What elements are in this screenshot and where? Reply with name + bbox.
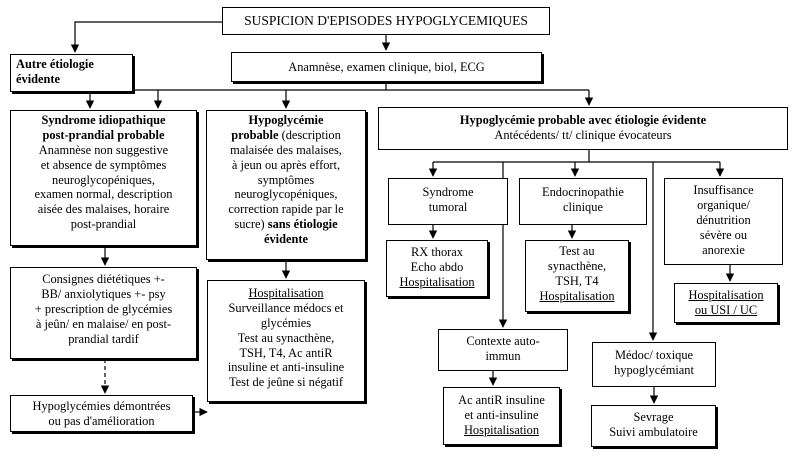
assessment-text: Anamnèse, examen clinique, biol, ECG — [288, 60, 485, 74]
sevrage-line-1: Sevrage — [633, 410, 674, 424]
idiopathic-text-4: examen normal, description — [34, 187, 173, 202]
hosp-line-5: insuline et anti-insuline — [227, 360, 345, 375]
idiopathic-title-2: post-prandial probable — [42, 127, 165, 142]
insuffisance-line-4: sévère ou — [699, 227, 748, 242]
insuffisance-action-box: Hospitalisation ou USI / UC — [674, 283, 778, 323]
insuffisance-line-5: anorexie — [702, 242, 745, 257]
probable-title-2: probable (description — [210, 128, 362, 143]
actions-line-3: + prescription de glycémies — [34, 301, 173, 316]
idiopathic-actions-box: Consignes diététiques +- BB/ anxiolytiqu… — [10, 267, 197, 359]
endocrino-box: Endocrinopathie clinique — [519, 178, 647, 225]
actions-line-1: Consignes diététiques +- — [42, 272, 165, 286]
sevrage-box: Sevrage Suivi ambulatoire — [591, 405, 716, 447]
idiopathic-text-1: Anamnèse non suggestive — [38, 142, 169, 157]
demonstrated-line-1: Hypoglycémies démontrées — [32, 399, 171, 413]
insuffisance-action-1: Hospitalisation — [688, 288, 764, 302]
tumoral-test-1: RX thorax — [411, 245, 463, 259]
endocrino-test-3: TSH, T4 — [555, 273, 599, 288]
idiopathic-text-6: post-prandial — [70, 217, 137, 232]
contexte-line-1: Contexte auto- — [466, 334, 540, 348]
contexte-box: Contexte auto- immun — [438, 329, 568, 371]
hosp-line-1: Surveillance médocs et — [228, 300, 344, 315]
sevrage-line-2: Suivi ambulatoire — [609, 424, 698, 439]
tumoral-hospitalisation: Hospitalisation — [399, 274, 475, 289]
insuffisance-line-2: organique/ — [697, 197, 750, 212]
probable-text-2: à jeun ou après effort, — [231, 157, 341, 172]
evident-title: Hypoglycémie probable avec étiologie évi… — [459, 113, 707, 127]
demonstrated-box: Hypoglycémies démontrées ou pas d'amélio… — [10, 395, 193, 432]
probable-last-plain: sucre) — [234, 217, 268, 232]
insuffisance-line-3: dénutrition — [696, 212, 751, 227]
actions-line-5: prandial tardif — [68, 331, 139, 346]
endocrino-tests-box: Test au synacthène, TSH, T4 Hospitalisat… — [525, 240, 629, 312]
demonstrated-line-2: ou pas d'amélioration — [48, 413, 155, 428]
endocrino-line-2: clinique — [563, 199, 603, 214]
tumoral-line-2: tumoral — [428, 199, 468, 214]
medoc-line-2: hypoglycémiant — [614, 362, 694, 377]
evident-box: Hypoglycémie probable avec étiologie évi… — [378, 107, 788, 150]
contexte-hospitalisation: Hospitalisation — [463, 422, 540, 437]
idiopathic-text-2: et absence de symptômes — [40, 157, 167, 172]
endocrino-hospitalisation: Hospitalisation — [539, 288, 615, 303]
actions-line-4: à jeûn/ en malaise/ en post- — [35, 316, 172, 331]
idiopathic-title-1: Syndrome idiopathique — [41, 113, 166, 127]
probable-box: Hypoglycémie probable (description malai… — [206, 110, 366, 260]
tumoral-line-1: Syndrome — [422, 185, 474, 199]
evident-subtitle: Antécédents/ tt/ clinique évocateurs — [494, 127, 672, 142]
probable-title-1: Hypoglycémie — [248, 113, 324, 127]
tumoral-box: Syndrome tumoral — [388, 178, 508, 225]
endocrino-test-2: synacthène, — [547, 258, 607, 273]
probable-title-rest: (description — [278, 127, 341, 142]
actions-line-2: BB/ anxiolytiques +- psy — [41, 286, 166, 301]
medoc-line-1: Médoc/ toxique — [614, 348, 694, 362]
probable-final: évidente — [263, 232, 309, 246]
medoc-box: Médoc/ toxique hypoglycémiant — [592, 342, 716, 387]
probable-last-bold: sans étiologie — [267, 217, 338, 232]
contexte-line-2: immun — [485, 348, 521, 363]
autre-etiologie-line-1: Autre étiologie — [16, 57, 94, 71]
idiopathic-text-3: neuroglycopéniques, — [52, 172, 155, 187]
hosp-line-6: Test de jeûne si négatif — [228, 375, 344, 390]
probable-last-line: sucre) sans étiologie — [210, 217, 362, 232]
contexte-test-1: Ac antiR insuline — [458, 393, 545, 407]
autre-etiologie-box: Autre étiologie évidente — [10, 54, 133, 92]
autre-etiologie-line-2: évidente — [16, 71, 61, 86]
probable-text-5: correction rapide par le — [228, 202, 344, 217]
contexte-test-2: et anti-insuline — [464, 407, 539, 422]
tumoral-tests-box: RX thorax Echo abdo Hospitalisation — [386, 240, 488, 297]
endocrino-test-1: Test au — [559, 244, 595, 258]
probable-text-3: symptômes — [257, 172, 315, 187]
insuffisance-action-2: ou USI / UC — [694, 302, 758, 317]
hosp-line-3: Test au synacthène, — [237, 330, 335, 345]
hospitalisation-title: Hospitalisation — [248, 286, 324, 300]
title-box: SUSPICION D'EPISODES HYPOGLYCEMIQUES — [222, 7, 550, 35]
hosp-line-2: glycémies — [260, 315, 312, 330]
probable-text-1: malaisée des malaises, — [230, 142, 342, 157]
tumoral-test-2: Echo abdo — [410, 259, 464, 274]
probable-title-bold: probable — [231, 127, 279, 142]
title-text: SUSPICION D'EPISODES HYPOGLYCEMIQUES — [244, 13, 528, 28]
idiopathic-text-5: aisée des malaises, horaire — [37, 202, 170, 217]
connector-title-to-autre — [70, 21, 222, 53]
hosp-line-4: TSH, T4, Ac antiR — [239, 345, 333, 360]
contexte-tests-box: Ac antiR insuline et anti-insuline Hospi… — [443, 387, 560, 445]
insuffisance-line-1: Insuffisance — [693, 183, 754, 197]
assessment-box: Anamnèse, examen clinique, biol, ECG — [231, 52, 542, 82]
hospitalisation-box: Hospitalisation Surveillance médocs et g… — [207, 280, 365, 402]
idiopathic-box: Syndrome idiopathique post-prandial prob… — [10, 110, 197, 246]
probable-text-4: neuroglycopéniques, — [234, 187, 338, 202]
endocrino-line-1: Endocrinopathie — [542, 185, 624, 199]
insuffisance-box: Insuffisance organique/ dénutrition sévè… — [664, 178, 783, 265]
